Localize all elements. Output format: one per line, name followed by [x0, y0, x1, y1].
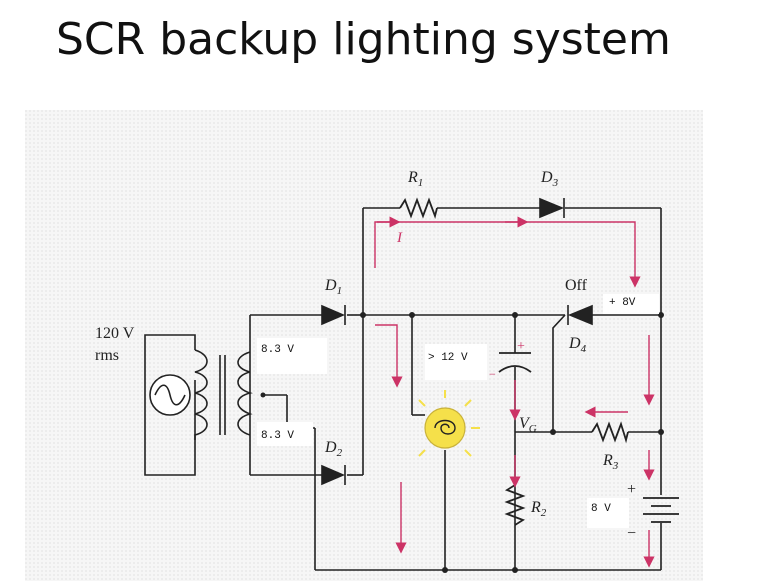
svg-text:8.3 V: 8.3 V	[261, 344, 294, 356]
page-title: SCR backup lighting system	[56, 14, 671, 65]
lamp-icon	[418, 390, 480, 457]
source-unit-label: rms	[95, 347, 119, 364]
diode-d2	[321, 464, 346, 486]
resistor-r3	[591, 421, 629, 444]
d4-label: D4	[568, 335, 587, 355]
battery-plus-label: +	[627, 481, 636, 498]
diode-d4	[567, 304, 593, 326]
vg-label: VG	[519, 415, 537, 435]
svg-text:> 12 V: > 12 V	[428, 352, 468, 364]
svg-text:+ 8V: + 8V	[609, 297, 636, 309]
svg-text:+: +	[517, 339, 525, 354]
svg-text:8.3 V: 8.3 V	[261, 430, 294, 442]
diode-d1	[321, 304, 346, 326]
d3-label: D3	[540, 169, 559, 189]
r1-label: R1	[407, 169, 423, 189]
current-flow-markers: + −	[489, 339, 525, 381]
off-label: Off	[565, 277, 588, 294]
r2-label: R2	[530, 499, 547, 519]
current-label: I	[396, 230, 403, 246]
secondary-lower-box: 8.3 V	[257, 422, 313, 446]
transformer-icon	[194, 349, 253, 440]
source-voltage-label: 120 V	[95, 325, 135, 342]
current-flow-arrows	[374, 216, 655, 568]
d2-label: D2	[324, 439, 343, 459]
r3-label: R3	[602, 452, 619, 472]
junctions	[260, 312, 664, 573]
ac-source-icon	[149, 374, 191, 416]
secondary-upper-box: 8.3 V	[257, 338, 327, 374]
battery-voltage-box: 8 V	[587, 498, 629, 528]
resistor-r2	[504, 484, 526, 526]
resistor-r1	[399, 197, 438, 220]
d1-label: D1	[324, 277, 342, 297]
diode-d3	[539, 197, 565, 219]
cap-voltage-box: > 12 V	[425, 344, 487, 380]
battery-icon	[643, 497, 679, 523]
battery-minus-label: −	[627, 525, 636, 542]
svg-text:−: −	[489, 367, 496, 381]
circuit-diagram: + − 120 V rms 8.3 V 8.3 V > 12 V + 8V 8 …	[25, 110, 703, 581]
wires	[144, 207, 662, 571]
svg-text:8 V: 8 V	[591, 503, 611, 515]
capacitor	[498, 352, 532, 373]
top-right-voltage-box: + 8V	[603, 294, 659, 314]
